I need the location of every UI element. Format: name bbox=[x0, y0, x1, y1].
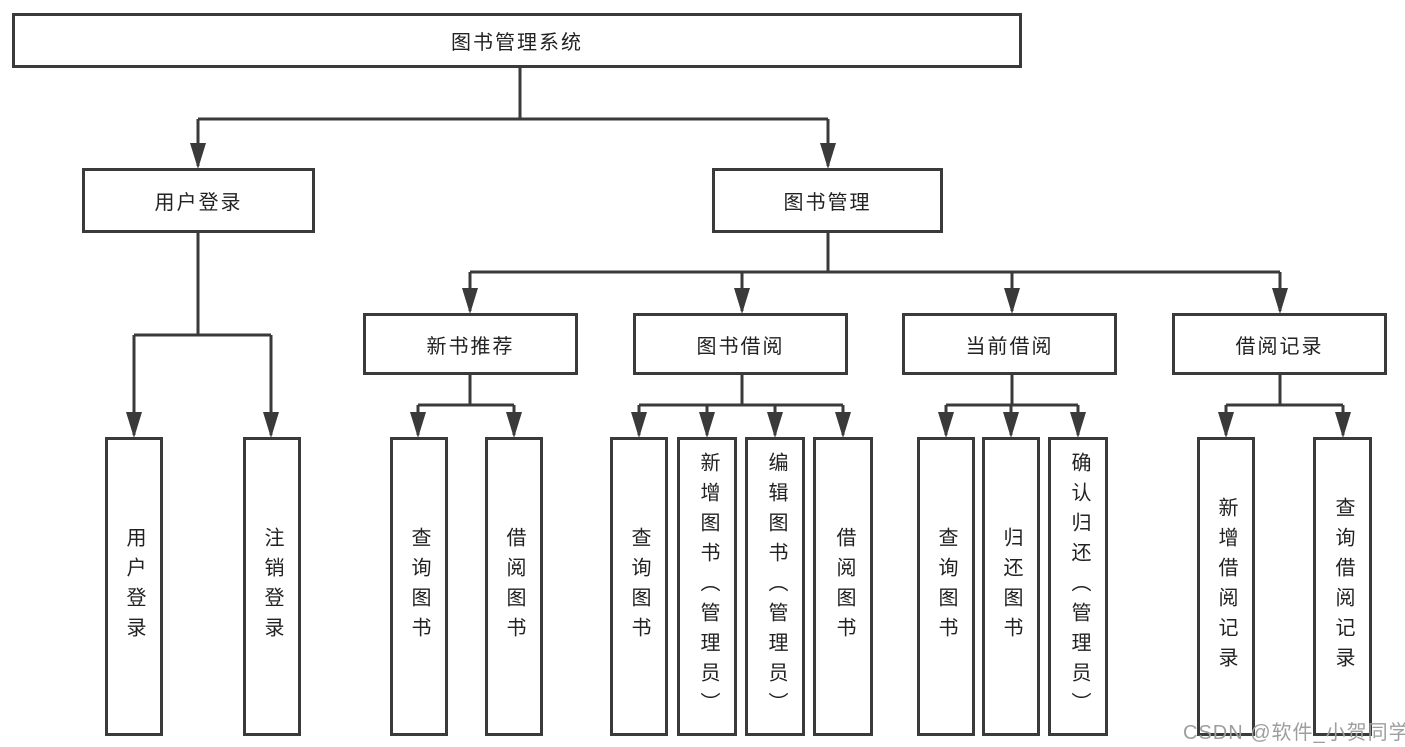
connector-paths bbox=[132, 68, 1345, 435]
node-borrowing-records: 借阅记录 bbox=[1172, 313, 1387, 375]
leaf-user-login: 用户登录 bbox=[105, 437, 163, 736]
node-book-management: 图书管理 bbox=[712, 168, 943, 233]
node-user-login: 用户登录 bbox=[82, 168, 315, 233]
leaf-borrow-books-recommend: 借阅图书 bbox=[485, 437, 543, 736]
leaf-query-books-borrowing: 查询图书 bbox=[610, 437, 668, 736]
leaf-return-books: 归还图书 bbox=[982, 437, 1040, 736]
leaf-query-borrow-record: 查询借阅记录 bbox=[1313, 437, 1372, 736]
node-library-management-system: 图书管理系统 bbox=[12, 13, 1022, 68]
leaf-confirm-return-admin: 确认归还（管理员） bbox=[1048, 437, 1108, 736]
leaf-logout: 注销登录 bbox=[243, 437, 301, 736]
leaf-query-books-recommend: 查询图书 bbox=[390, 437, 448, 736]
csdn-watermark: CSDN @软件_小贺同学 bbox=[1183, 722, 1405, 744]
node-new-book-recommendation: 新书推荐 bbox=[363, 313, 578, 375]
leaf-add-borrow-record: 新增借阅记录 bbox=[1197, 437, 1255, 736]
leaf-query-books-current: 查询图书 bbox=[917, 437, 975, 736]
leaf-borrow-books-borrowing: 借阅图书 bbox=[813, 437, 873, 736]
node-book-borrowing: 图书借阅 bbox=[633, 313, 848, 375]
node-current-borrowing: 当前借阅 bbox=[902, 313, 1117, 375]
leaf-edit-books-admin: 编辑图书（管理员） bbox=[745, 437, 805, 736]
leaf-add-books-admin: 新增图书（管理员） bbox=[677, 437, 737, 736]
